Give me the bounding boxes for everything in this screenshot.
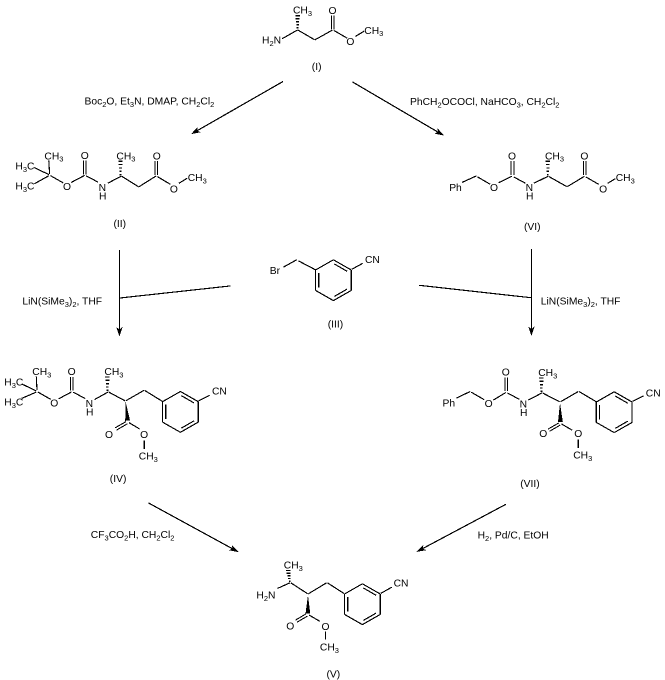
svg-text:H2N: H2N <box>262 35 281 47</box>
svg-text:CH3: CH3 <box>44 151 63 163</box>
svg-text:CH3: CH3 <box>284 561 303 573</box>
svg-text:H3C: H3C <box>15 162 35 174</box>
svg-text:Ph: Ph <box>449 183 462 194</box>
svg-text:H3C: H3C <box>4 378 24 390</box>
svg-text:(II): (II) <box>114 219 127 230</box>
svg-text:CH3: CH3 <box>364 26 383 38</box>
svg-text:H2N: H2N <box>256 591 275 603</box>
svg-text:CN: CN <box>212 387 227 398</box>
svg-text:O: O <box>490 183 498 194</box>
svg-text:CH3: CH3 <box>293 6 312 18</box>
svg-text:O: O <box>170 184 178 195</box>
svg-text:O: O <box>502 368 510 379</box>
svg-text:CN: CN <box>394 579 409 590</box>
svg-text:CH3: CH3 <box>32 367 51 379</box>
svg-text:O: O <box>105 430 113 441</box>
svg-text:O: O <box>574 429 582 440</box>
svg-text:O: O <box>153 152 161 163</box>
svg-text:CH3: CH3 <box>104 367 123 379</box>
svg-text:H3C: H3C <box>4 397 24 409</box>
svg-text:CH3: CH3 <box>139 451 158 463</box>
svg-text:O: O <box>580 152 588 163</box>
svg-text:H: H <box>99 191 106 202</box>
svg-text:O: O <box>81 151 89 162</box>
svg-text:LiN(SiMe3)2, THF: LiN(SiMe3)2, THF <box>22 296 102 308</box>
svg-text:H2, Pd/C, EtOH: H2, Pd/C, EtOH <box>478 531 549 543</box>
svg-text:H3C: H3C <box>15 181 35 193</box>
svg-text:O: O <box>599 184 607 195</box>
svg-text:N: N <box>526 183 533 194</box>
svg-text:(III): (III) <box>328 319 343 330</box>
svg-text:H: H <box>86 408 93 419</box>
svg-text:N: N <box>99 183 106 194</box>
svg-text:CH3: CH3 <box>538 368 557 380</box>
svg-text:CN: CN <box>365 255 380 266</box>
svg-text:O: O <box>286 621 294 632</box>
svg-text:O: O <box>346 37 354 48</box>
svg-text:CN: CN <box>646 388 661 399</box>
svg-text:O: O <box>508 152 516 163</box>
svg-text:O: O <box>329 6 337 17</box>
svg-text:CH3: CH3 <box>320 643 339 655</box>
svg-text:O: O <box>140 430 148 441</box>
svg-text:LiN(SiMe3)2, THF: LiN(SiMe3)2, THF <box>541 296 621 308</box>
svg-text:H: H <box>526 191 533 202</box>
svg-text:O: O <box>50 398 58 409</box>
svg-text:(I): (I) <box>312 62 322 73</box>
svg-text:O: O <box>322 622 330 633</box>
svg-text:CH3: CH3 <box>616 173 635 185</box>
svg-text:(IV): (IV) <box>110 474 127 485</box>
svg-text:O: O <box>539 429 547 440</box>
svg-text:PhCH2OCOCl, NaHCO3, CH2Cl2: PhCH2OCOCl, NaHCO3, CH2Cl2 <box>410 97 559 109</box>
svg-text:N: N <box>86 399 93 410</box>
svg-text:(VI): (VI) <box>524 222 541 233</box>
svg-text:Boc2O, Et3N, DMAP, CH2Cl2: Boc2O, Et3N, DMAP, CH2Cl2 <box>85 97 215 109</box>
svg-text:(VII): (VII) <box>520 479 539 490</box>
svg-text:O: O <box>68 367 76 378</box>
svg-text:CF3CO2H, CH2Cl2: CF3CO2H, CH2Cl2 <box>91 530 175 542</box>
svg-text:(V): (V) <box>327 669 341 680</box>
svg-text:Br: Br <box>270 266 281 277</box>
svg-text:CH3: CH3 <box>188 173 207 185</box>
svg-text:H: H <box>520 408 527 419</box>
svg-text:O: O <box>485 399 493 410</box>
svg-text:N: N <box>520 400 527 411</box>
svg-text:CH3: CH3 <box>573 450 592 462</box>
svg-text:Ph: Ph <box>443 399 456 410</box>
svg-text:O: O <box>63 182 71 193</box>
